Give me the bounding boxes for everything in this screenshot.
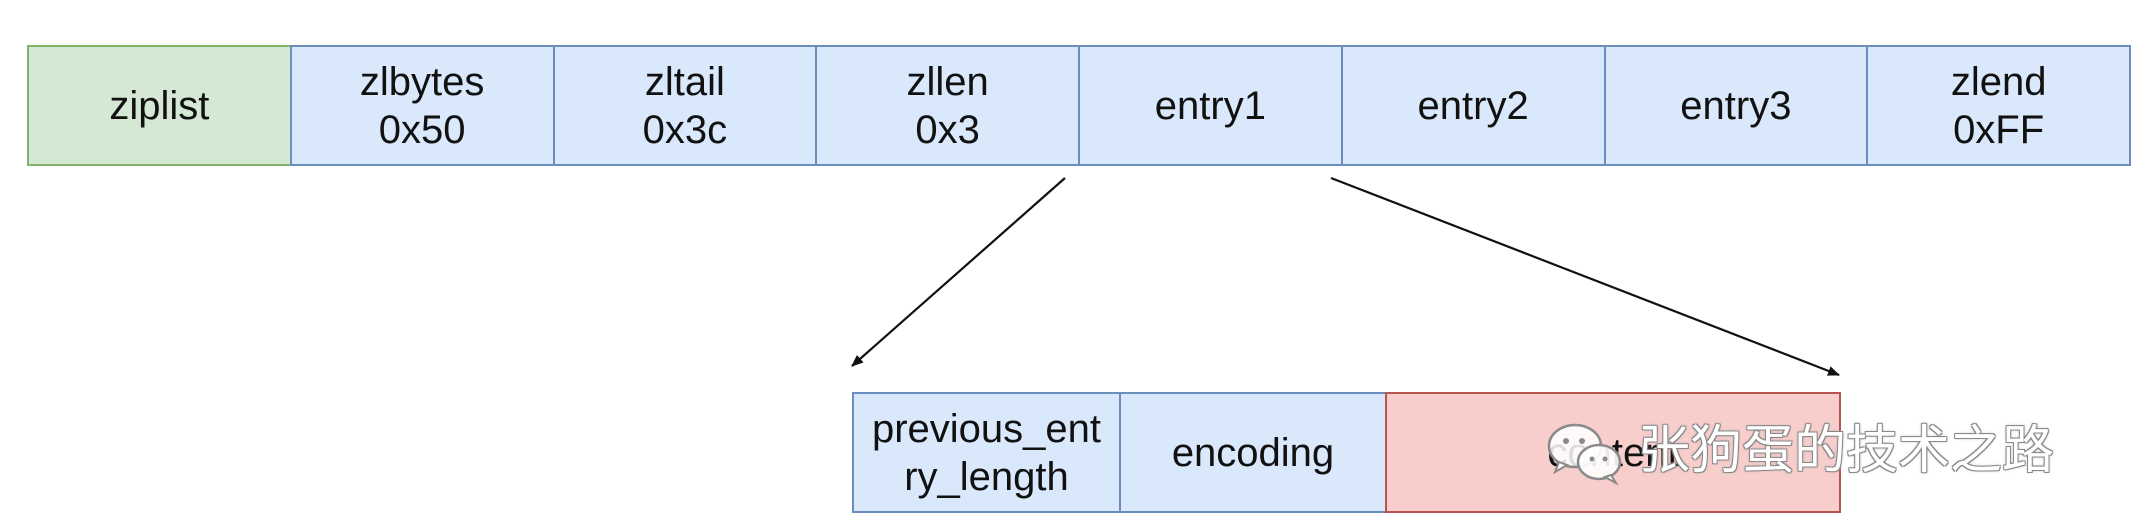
cell-label: zltail bbox=[644, 59, 725, 104]
cell-label: encoding bbox=[1171, 430, 1335, 475]
cell-label: zllen bbox=[906, 59, 989, 104]
entry-structure-row: previous_ent ry_length encoding content bbox=[852, 392, 1841, 513]
zltail-cell: zltail 0x3c bbox=[552, 45, 818, 166]
arrow-right bbox=[1330, 176, 1840, 377]
cell-label-line-1: previous_ent bbox=[871, 406, 1102, 451]
ziplist-header-cell: ziplist bbox=[27, 45, 292, 166]
entry1-cell: entry1 bbox=[1078, 45, 1343, 166]
cell-label: zlend bbox=[1950, 59, 2047, 104]
cell-value: 0x50 bbox=[378, 107, 466, 152]
ziplist-structure-row: ziplist zlbytes 0x50 zltail 0x3c zllen 0… bbox=[27, 45, 2131, 166]
zlbytes-cell: zlbytes 0x50 bbox=[289, 45, 555, 166]
cell-label: entry1 bbox=[1154, 83, 1266, 128]
cell-value: 0x3c bbox=[642, 107, 728, 152]
entry2-cell: entry2 bbox=[1340, 45, 1606, 166]
cell-label: zlbytes bbox=[359, 59, 485, 104]
encoding-cell: encoding bbox=[1119, 392, 1387, 513]
cell-label-line-2: ry_length bbox=[904, 454, 1069, 499]
wechat-icon bbox=[1547, 423, 1622, 486]
zlend-cell: zlend 0xFF bbox=[1866, 45, 2131, 166]
zllen-cell: zllen 0x3 bbox=[815, 45, 1080, 166]
cell-label: ziplist bbox=[109, 83, 210, 128]
cell-label: entry3 bbox=[1680, 83, 1792, 128]
watermark-text: 张狗蛋的技术之路 bbox=[1638, 421, 2055, 481]
cell-value: 0x3 bbox=[915, 107, 980, 152]
entry3-cell: entry3 bbox=[1603, 45, 1869, 166]
previous-entry-length-cell: previous_ent ry_length bbox=[852, 392, 1121, 513]
arrow-left bbox=[851, 177, 1066, 367]
cell-value: 0xFF bbox=[1953, 107, 2045, 152]
cell-label: entry2 bbox=[1417, 83, 1529, 128]
